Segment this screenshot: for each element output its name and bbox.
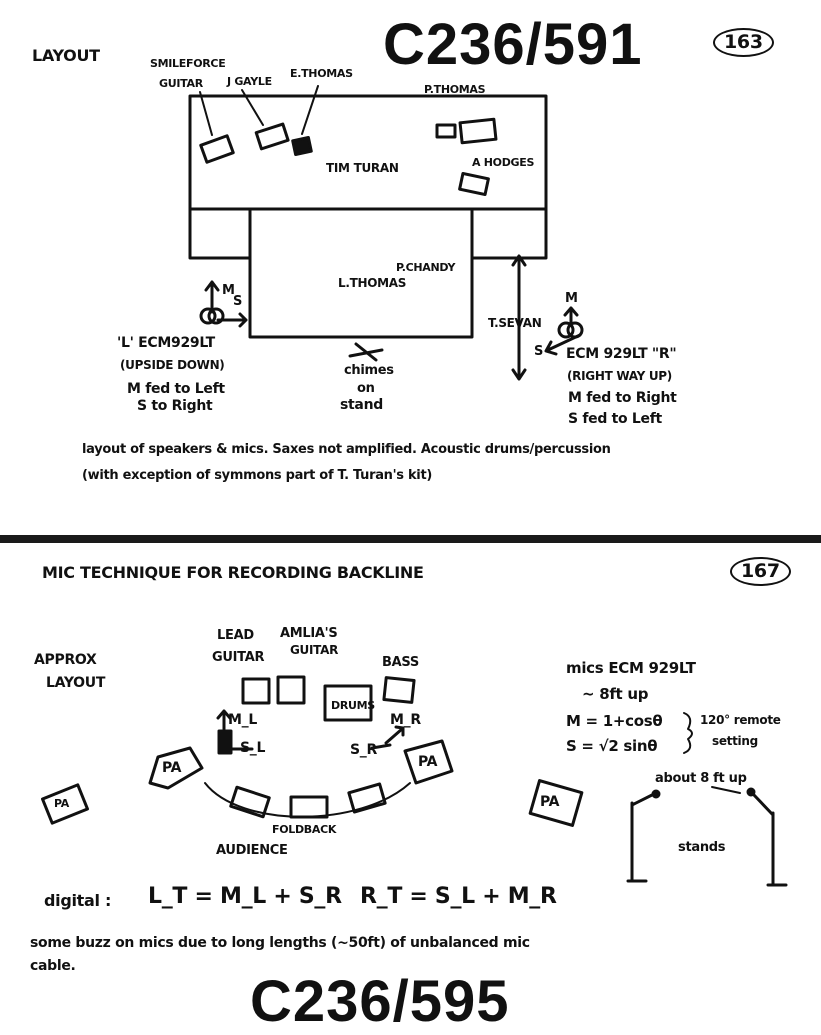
label-guitar: GUITAR [159,77,203,90]
label-j-gayle: J GAYLE [227,75,272,88]
left-mic-title: 'L' ECM929LT [117,335,215,351]
audience-label: AUDIENCE [216,843,288,858]
label-s-left-mic: S [233,294,243,309]
layout-label: LAYOUT [46,675,106,691]
formula-rt: R_T = S_L + M_R [360,884,557,909]
sl-label: S_L [240,740,266,756]
lead-guitar-label: GUITAR [212,650,265,665]
left-mic-m-feed: M fed to Left [127,381,225,397]
amlias-label: AMLIA'S [280,626,338,641]
label-a-hodges: A HODGES [472,156,535,169]
mr-label: M_R [390,712,421,728]
ml-label: M_L [228,712,257,728]
sr-label: S_R [350,742,377,758]
s-formula: S = √2 sinθ [566,737,658,755]
drums-label: DRUMS [331,699,375,712]
label-m-right-mic: M [565,291,578,306]
label-m-left-mic: M [222,283,235,298]
lead-label: LEAD [217,628,254,643]
catalog-number-bottom: C236/595 [250,969,510,1034]
pa-far-right-label: PA [540,794,560,810]
chimes-label: chimes [344,363,394,378]
label-t-sevan: T.SEVAN [488,316,542,330]
page-divider [0,535,821,543]
label-p-thomas: P.THOMAS [424,83,486,96]
stage-layout-drawing [188,85,584,381]
label-e-thomas: E.THOMAS [290,67,353,80]
label-p-chandy: P.CHANDY [396,261,456,274]
stands-label: stands [678,840,726,855]
foldback-label: FOLDBACK [272,823,337,836]
label-smileforce: SMILEFORCE [150,57,226,70]
layout-heading: LAYOUT [32,46,100,65]
formula-lt: L_T = M_L + S_R [148,884,342,909]
right-mic-title: ECM 929LT "R" [566,346,677,362]
page2-heading: MIC TECHNIQUE FOR RECORDING BACKLINE [42,563,424,582]
on-label: on [357,381,375,396]
pa-right-label: PA [418,754,438,770]
page-number-167: 167 [730,557,791,586]
label-tim-turan: TIM TURAN [326,161,399,175]
buzz-note-line-2: cable. [30,958,76,974]
catalog-number-top: C236/591 [383,12,643,77]
label-s-right-mic: S [534,344,544,359]
buzz-note-line-1: some buzz on mics due to long lengths (~… [30,935,530,951]
right-mic-s-feed: S fed to Left [568,411,662,427]
mics-height: ~ 8ft up [582,685,649,703]
mics-title: mics ECM 929LT [566,659,696,677]
approx-label: APPROX [34,652,97,668]
bass-label: BASS [382,655,419,670]
page-number-163: 163 [713,28,774,57]
left-mic-orientation: (UPSIDE DOWN) [120,358,225,372]
pa-left-label: PA [162,760,182,776]
digital-label: digital : [44,891,112,910]
notebook-page-167: MIC TECHNIQUE FOR RECORDING BACKLINE 167… [0,543,821,1035]
setting-line-1: 120° remote [700,713,781,727]
backline-mic-drawing [41,675,788,887]
notes-line-2: (with exception of symmons part of T. Tu… [82,468,433,483]
right-mic-m-feed: M fed to Right [568,390,677,406]
notebook-page-163: LAYOUT C236/591 163 SMILEFORCE GUITAR J … [32,12,774,483]
left-mic-s-feed: S to Right [137,398,213,414]
about-8ft-label: about 8 ft up [655,771,747,786]
setting-line-2: setting [712,734,758,748]
pa-far-left-label: PA [54,797,69,810]
notes-line-1: layout of speakers & mics. Saxes not amp… [82,442,611,457]
m-formula: M = 1+cosθ [566,712,663,730]
label-l-thomas: L.THOMAS [338,276,407,290]
stand-label: stand [340,397,383,413]
right-mic-orientation: (RIGHT WAY UP) [567,369,672,383]
amlias-guitar-label: GUITAR [290,643,339,657]
